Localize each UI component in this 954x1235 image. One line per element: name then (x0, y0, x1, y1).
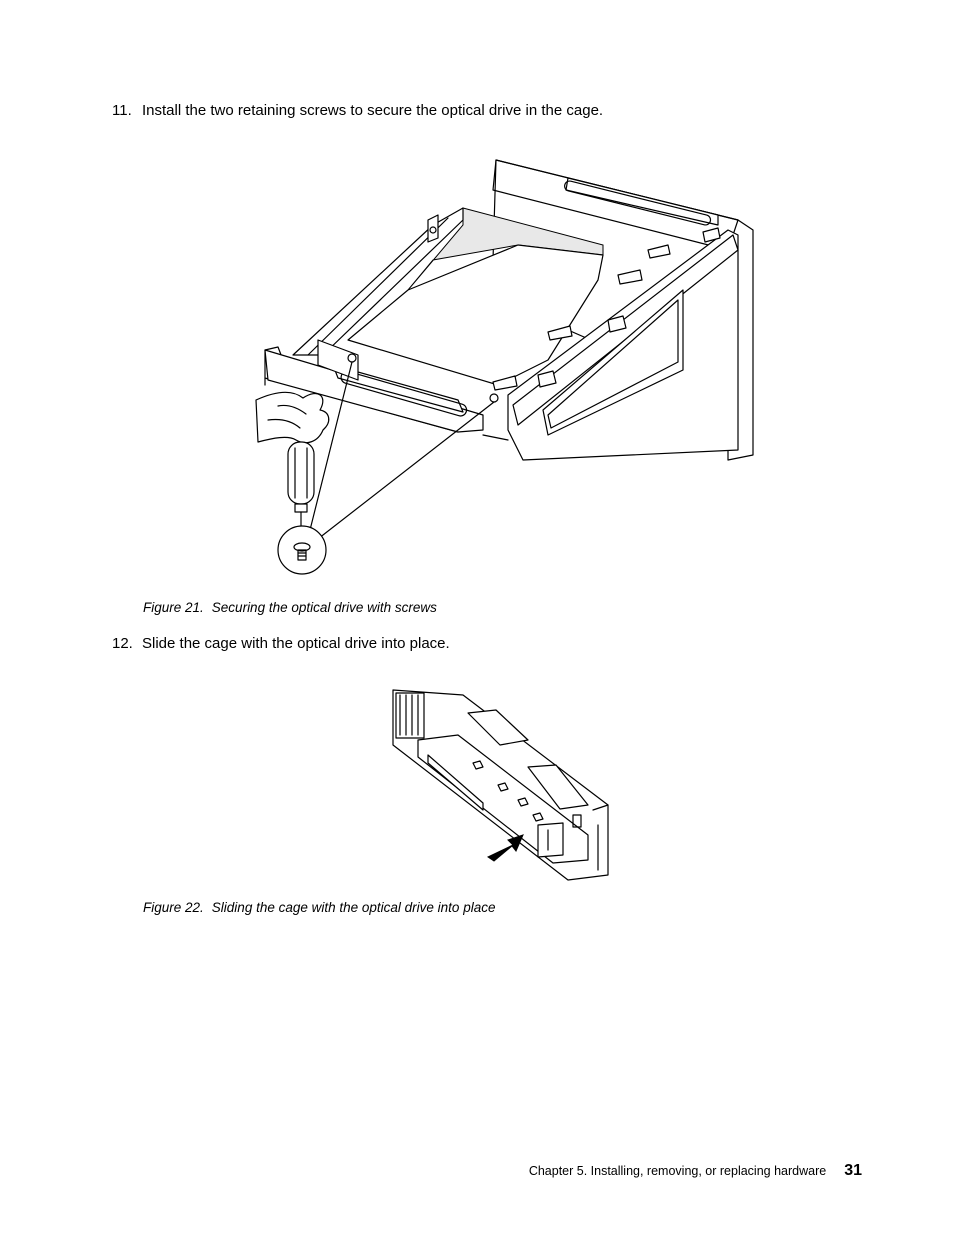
step-text: Install the two retaining screws to secu… (142, 102, 604, 119)
step-11: 11. Install the two retaining screws to s… (112, 102, 603, 120)
figure-caption-text: Sliding the cage with the optical drive … (211, 900, 496, 915)
page-number: 31 (844, 1162, 862, 1179)
chassis-bay (392, 689, 609, 881)
figure-21-caption: Figure 21. Securing the optical drive wit… (143, 600, 437, 615)
step-12: 12. Slide the cage with the optical drive… (112, 635, 450, 653)
optical-drive-cage (264, 159, 754, 461)
step-number: 11. (112, 102, 132, 119)
figure-label: Figure 22. (143, 900, 204, 915)
step-number: 12. (112, 635, 133, 652)
figure-22-caption: Figure 22. Sliding the cage with the opti… (143, 900, 495, 915)
figure-caption-text: Securing the optical drive with screws (211, 600, 437, 615)
insert-arrow (486, 834, 524, 862)
screwdriver-hand (255, 391, 330, 549)
screw-callout (277, 525, 327, 575)
figure-label: Figure 21. (143, 600, 204, 615)
page-footer: Chapter 5. Installing, removing, or repl… (529, 1162, 862, 1180)
figure-21-illustration (255, 159, 754, 575)
footer-chapter: Chapter 5. Installing, removing, or repl… (528, 1164, 827, 1178)
step-text: Slide the cage with the optical drive in… (142, 635, 450, 652)
figure-22-illustration (392, 689, 609, 881)
